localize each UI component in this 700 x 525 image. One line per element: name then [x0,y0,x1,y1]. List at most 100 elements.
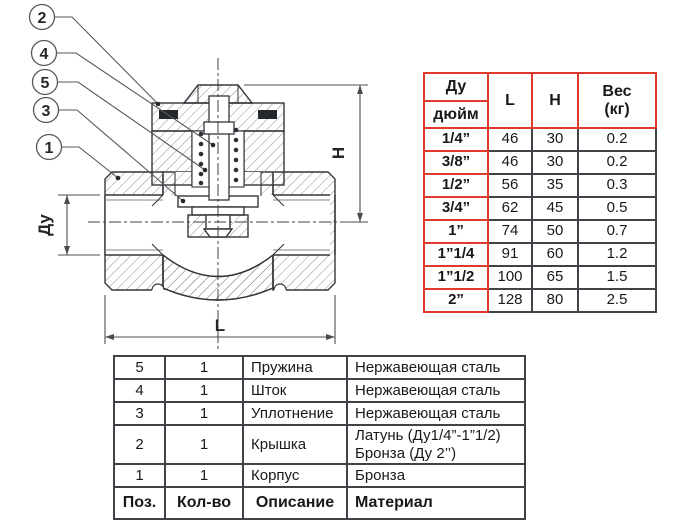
dim-label-l: L [215,316,225,335]
port-bores [104,194,336,256]
h-cell: 35 [531,173,579,198]
size-header-row-1: Ду L H Вес (кг) [423,72,657,129]
size-row: 2” 128 80 2.5 [423,288,657,313]
l-cell: 62 [487,196,533,221]
dn-cell: 3/4” [423,196,489,221]
pos-cell: 2 [113,423,166,466]
desc-cell: Пружина [242,355,348,380]
pos-footer-cell: Поз. [113,486,166,521]
parts-row: 5 1 Пружина Нержавеющая сталь [113,355,526,380]
l-cell: 46 [487,150,533,175]
l-cell: 74 [487,219,533,244]
dim-label-dn: Ду [35,214,54,236]
size-row: 1”1/4 91 60 1.2 [423,242,657,267]
pos-cell: 4 [113,378,166,403]
weight-cell: 1.2 [577,242,657,267]
l-cell: 100 [487,265,533,290]
dn-cell: 1”1/4 [423,242,489,267]
dimension-dn [58,194,100,256]
centerlines [88,58,348,352]
dn-cell: 1”1/2 [423,265,489,290]
parts-footer-row: Поз. Кол-во Описание Материал [113,486,526,521]
spring [198,127,239,186]
stem [203,95,235,201]
l-cell: 91 [487,242,533,267]
weight-cell: 1.5 [577,265,657,290]
h-cell: 80 [531,288,579,313]
dim-label-h: H [329,147,348,159]
dimension-h [244,84,368,223]
mat-cell: Нержавеющая сталь [346,378,526,403]
parts-row: 2 1 Крышка Латунь (Ду1/4”-1”1/2) Бронза … [113,423,526,466]
mat-cell: Нержавеющая сталь [346,355,526,380]
size-table: Ду L H Вес (кг) дюйм 1/4” 46 30 0.2 3/8”… [423,72,657,313]
pos-cell: 1 [113,463,166,489]
h-cell: 65 [531,265,579,290]
dn-header-cell: Ду [423,72,489,102]
callout-leaders [54,16,214,202]
callout-5: 5 [41,75,50,92]
callout-3: 3 [42,103,51,120]
dn-cell: 1/2” [423,173,489,198]
parts-table: 5 1 Пружина Нержавеющая сталь 4 1 Шток Н… [113,355,526,521]
l-cell: 46 [487,127,533,152]
l-cell: 56 [487,173,533,198]
mat-footer-cell: Материал [346,486,526,521]
h-cell: 30 [531,127,579,152]
pos-cell: 5 [113,355,166,380]
size-row: 3/4” 62 45 0.5 [423,196,657,221]
weight-cell: 0.3 [577,173,657,198]
mat-cell: Латунь (Ду1/4”-1”1/2) Бронза (Ду 2’’) [346,423,526,466]
callout-leader-dots [115,101,216,204]
qty-cell: 1 [164,423,244,466]
parts-row: 3 1 Уплотнение Нержавеющая сталь [113,401,526,426]
size-row: 1” 74 50 0.7 [423,219,657,244]
callout-4: 4 [40,46,49,63]
desc-cell: Корпус [242,463,348,489]
callout-1: 1 [45,140,54,157]
qty-cell: 1 [164,401,244,426]
callout-2: 2 [38,10,47,27]
h-header-cell: H [531,72,579,129]
qty-cell: 1 [164,355,244,380]
dn-unit-header-cell: дюйм [423,100,489,129]
qty-cell: 1 [164,463,244,489]
weight-cell: 2.5 [577,288,657,313]
parts-row: 4 1 Шток Нержавеющая сталь [113,378,526,403]
h-cell: 60 [531,242,579,267]
pos-cell: 3 [113,401,166,426]
desc-cell: Уплотнение [242,401,348,426]
parts-row: 1 1 Корпус Бронза [113,463,526,489]
callout-numbers: 2 4 5 3 1 [38,10,54,157]
bottom-notches [151,283,287,292]
mat-cell: Бронза [346,463,526,489]
h-cell: 50 [531,219,579,244]
dimension-l [104,295,336,344]
dn-cell: 2” [423,288,489,313]
size-row: 1/4” 46 30 0.2 [423,127,657,152]
desc-footer-cell: Описание [242,486,348,521]
mat-cell: Нержавеющая сталь [346,401,526,426]
weight-cell: 0.2 [577,127,657,152]
callout-bubbles [28,3,63,161]
dn-cell: 1/4” [423,127,489,152]
size-header-row-2: дюйм [423,100,656,129]
l-cell: 128 [487,288,533,313]
desc-cell: Шток [242,378,348,403]
qty-cell: 1 [164,378,244,403]
dn-cell: 1” [423,219,489,244]
desc-cell: Крышка [242,423,348,466]
weight-cell: 0.7 [577,219,657,244]
weight-cell: 0.2 [577,150,657,175]
l-header-cell: L [487,72,533,129]
h-cell: 30 [531,150,579,175]
size-row: 1/2” 56 35 0.3 [423,173,657,198]
size-row: 1”1/2 100 65 1.5 [423,265,657,290]
weight-cell: 0.5 [577,196,657,221]
weight-header-cell: Вес (кг) [577,72,657,129]
qty-footer-cell: Кол-во [164,486,244,521]
valve-cross-section-drawing: Ду H L [28,3,368,352]
size-row: 3/8” 46 30 0.2 [423,150,657,175]
dn-cell: 3/8” [423,150,489,175]
